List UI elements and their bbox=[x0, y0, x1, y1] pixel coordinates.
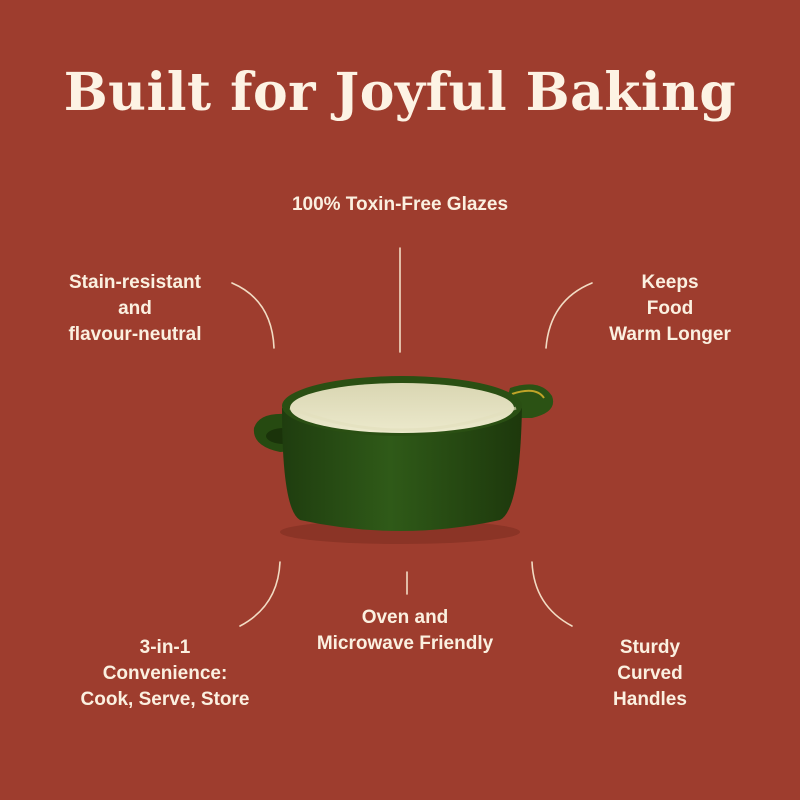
feature-keeps-warm: Keeps Food Warm Longer bbox=[609, 272, 731, 345]
feature-oven-microwave: Oven and Microwave Friendly bbox=[316, 607, 494, 654]
cocotte-pot-image bbox=[253, 376, 554, 544]
connector-bottom-left bbox=[239, 561, 281, 627]
feature-toxin-free: 100% Toxin-Free Glazes bbox=[291, 194, 509, 215]
pot-body bbox=[282, 408, 522, 531]
feature-handles: Sturdy Curved Handles bbox=[613, 637, 687, 710]
connector-top-right bbox=[545, 282, 593, 349]
headline: Built for Joyful Baking bbox=[63, 62, 737, 123]
feature-stain-resistant: Stain-resistant and flavour-neutral bbox=[68, 272, 202, 345]
connector-top-left bbox=[231, 282, 275, 349]
feature-convenience: 3-in-1 Convenience: Cook, Serve, Store bbox=[80, 637, 250, 710]
connector-bottom-right bbox=[531, 561, 573, 627]
pot-interior bbox=[290, 383, 514, 433]
